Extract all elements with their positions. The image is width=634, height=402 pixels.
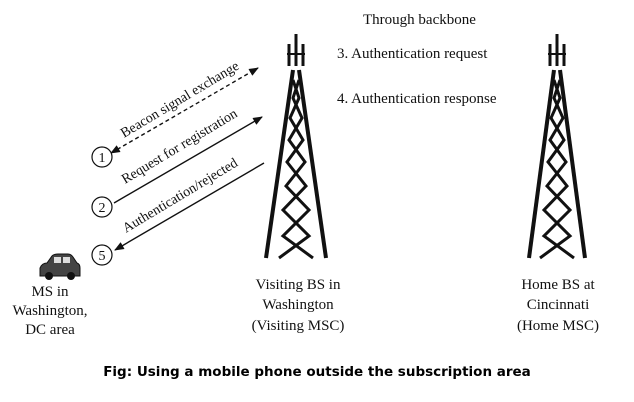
step-5-badge: 5	[91, 244, 113, 266]
svg-text:(Visiting MSC): (Visiting MSC)	[252, 318, 345, 334]
svg-text:Cincinnati: Cincinnati	[527, 297, 590, 313]
svg-text:2: 2	[99, 201, 106, 216]
car-icon	[39, 253, 81, 280]
svg-text:DC area: DC area	[25, 322, 75, 338]
step-2-badge: 2	[91, 196, 113, 218]
svg-text:1: 1	[99, 151, 106, 166]
home-tower-icon	[527, 34, 587, 260]
figure-caption: Fig: Using a mobile phone outside the su…	[103, 364, 531, 380]
mobile-station-label: MS in Washington, DC area	[12, 284, 87, 338]
svg-text:Home BS at: Home BS at	[521, 277, 595, 293]
beacon-exchange-arrow	[110, 67, 259, 154]
svg-text:Visiting BS in: Visiting BS in	[256, 277, 341, 293]
visiting-bs-label: Visiting BS in Washington (Visiting MSC)	[252, 277, 345, 334]
step-1-badge: 1	[91, 146, 113, 168]
home-bs-label: Home BS at Cincinnati (Home MSC)	[517, 277, 599, 334]
svg-text:Washington: Washington	[262, 297, 334, 313]
svg-text:(Home MSC): (Home MSC)	[517, 318, 599, 334]
svg-text:Washington,: Washington,	[12, 303, 87, 319]
backbone-label: Through backbone	[363, 12, 476, 28]
backbone-step-3: 3. Authentication request	[337, 46, 488, 62]
svg-text:MS in: MS in	[31, 284, 69, 300]
svg-text:5: 5	[99, 249, 106, 264]
registration-request-arrow	[113, 116, 263, 204]
visiting-tower-icon	[264, 34, 328, 260]
backbone-step-4: 4. Authentication response	[337, 91, 497, 107]
authentication-result-arrow	[114, 162, 265, 251]
